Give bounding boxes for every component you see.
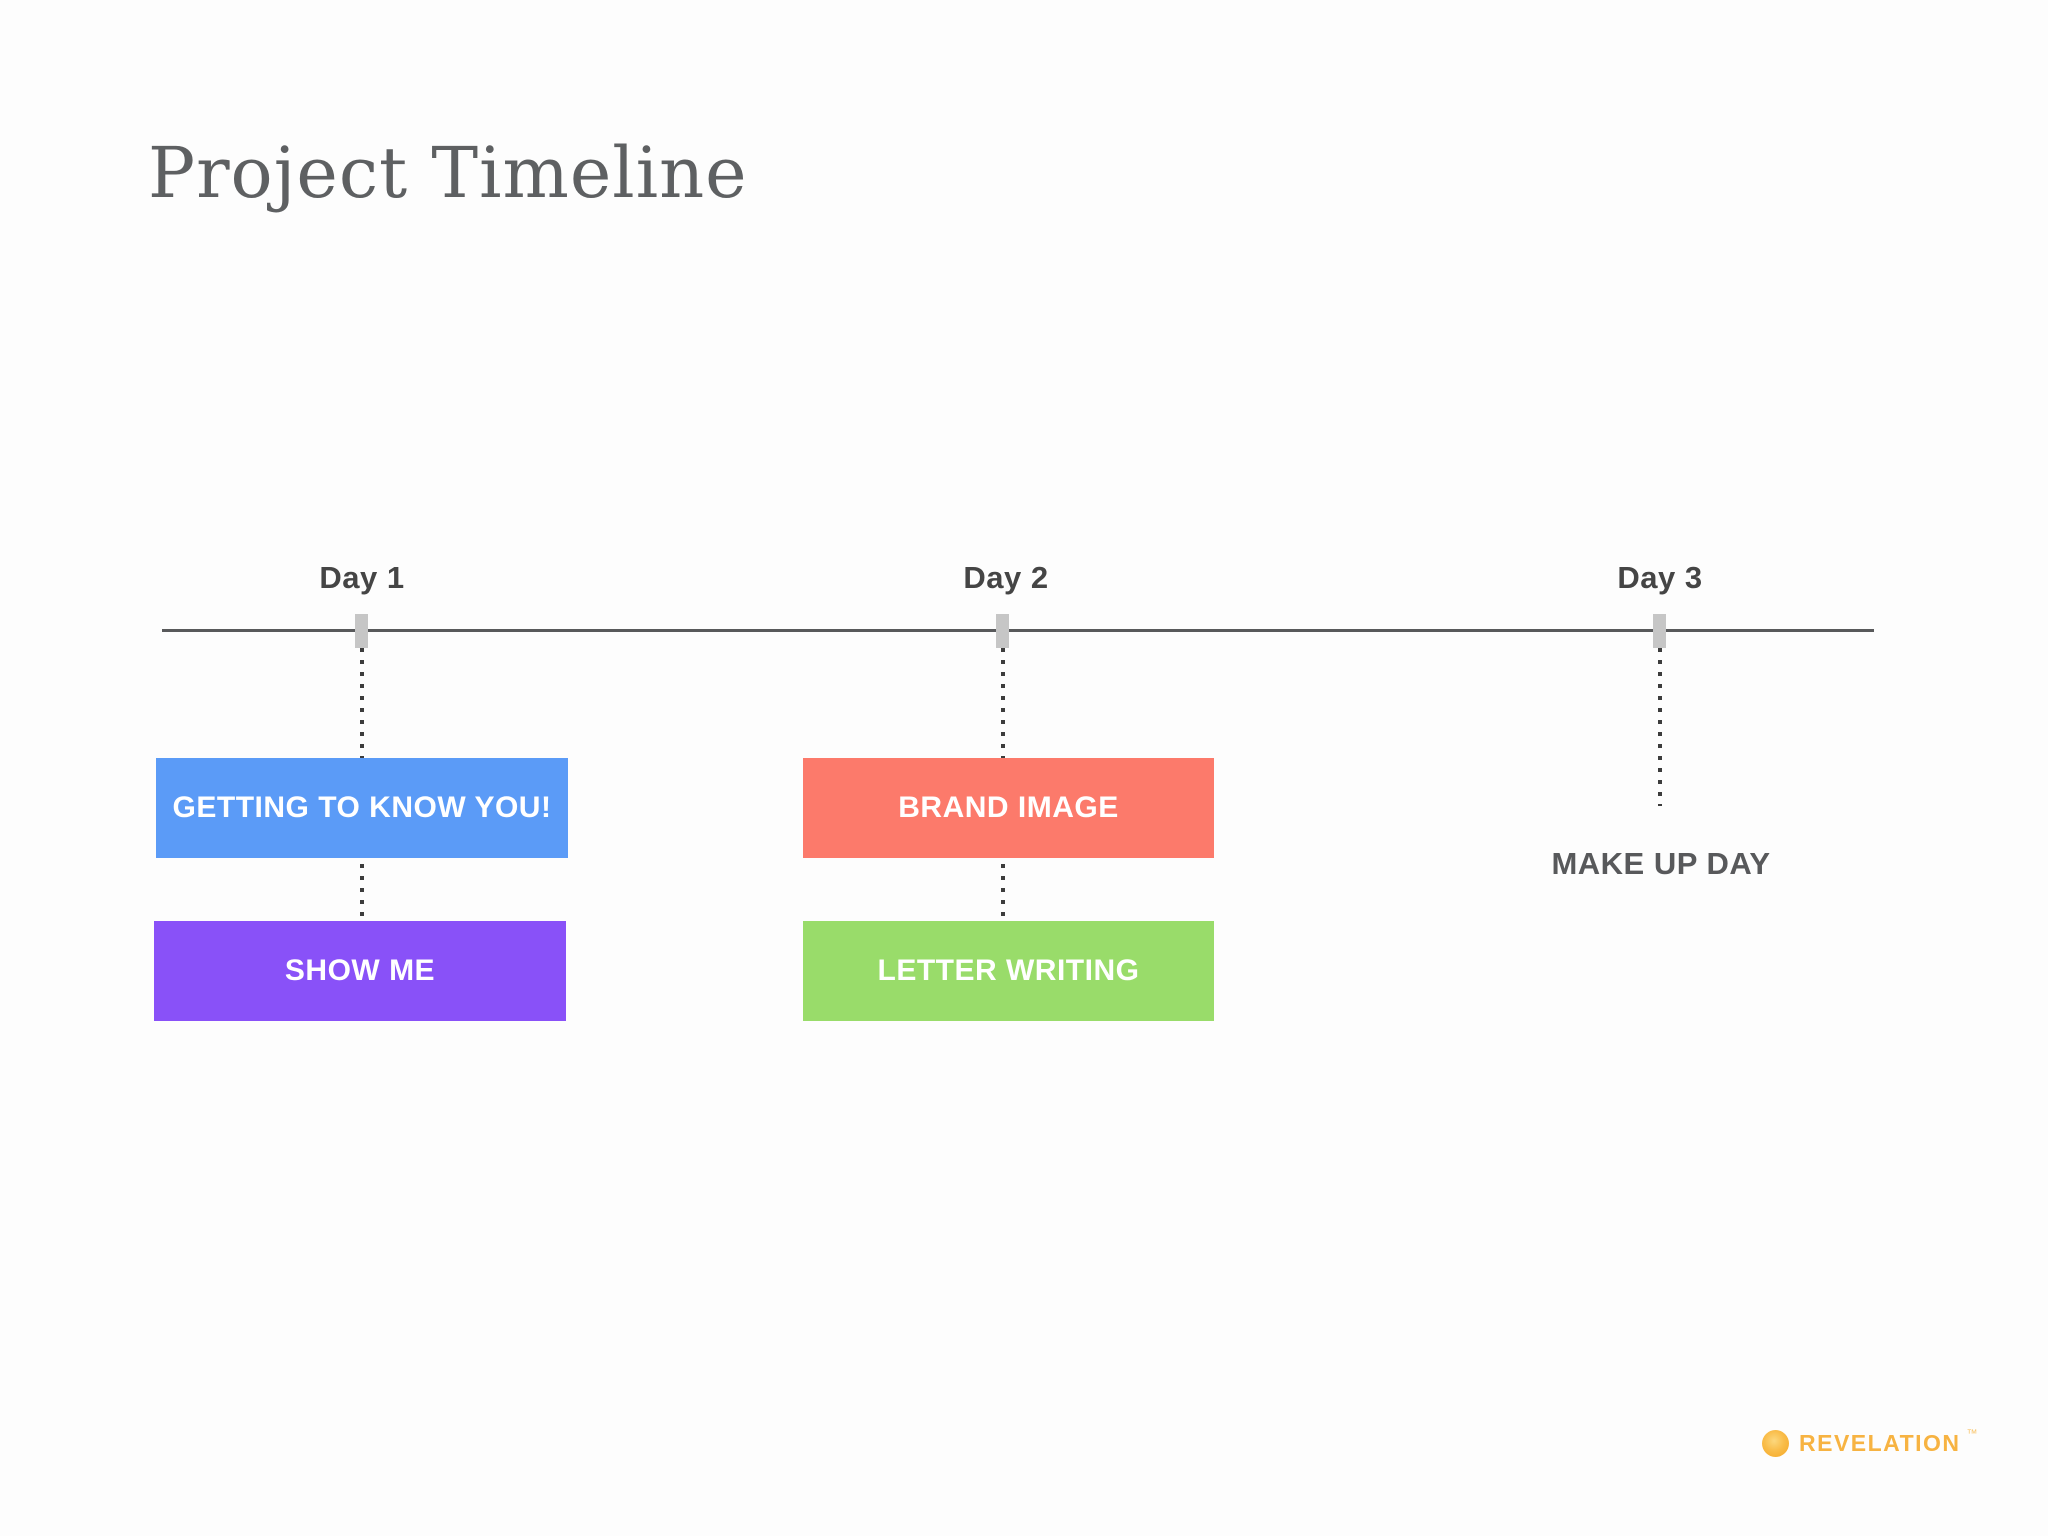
trademark-symbol: ™: [1966, 1428, 1978, 1440]
timeline-tick-3: [1653, 614, 1666, 648]
page-title: Project Timeline: [148, 132, 748, 214]
brand-name: REVELATION: [1799, 1429, 1961, 1456]
sun-circle-icon: [1762, 1429, 1789, 1457]
day-label-2: Day 2: [963, 560, 1049, 595]
day-label-1: Day 1: [319, 560, 405, 595]
timeline-tick-1: [355, 614, 368, 648]
dotted-connector-day3: [1658, 648, 1662, 806]
event-box-letter-writing: LETTER WRITING: [803, 921, 1214, 1021]
timeline-line: [162, 629, 1874, 632]
event-label: LETTER WRITING: [877, 954, 1140, 987]
event-label: GETTING TO KNOW YOU!: [172, 791, 552, 824]
event-box-brand-image: BRAND IMAGE: [803, 758, 1214, 858]
event-box-getting-to-know-you: GETTING TO KNOW YOU!: [156, 758, 568, 858]
makeup-day-note: MAKE UP DAY: [1551, 846, 1771, 881]
timeline-tick-2: [996, 614, 1009, 648]
event-label: BRAND IMAGE: [898, 791, 1119, 824]
day-label-3: Day 3: [1617, 560, 1703, 595]
event-box-show-me: SHOW ME: [154, 921, 566, 1021]
event-label: SHOW ME: [284, 954, 436, 987]
brand-logo: REVELATION ™: [1762, 1426, 1978, 1460]
